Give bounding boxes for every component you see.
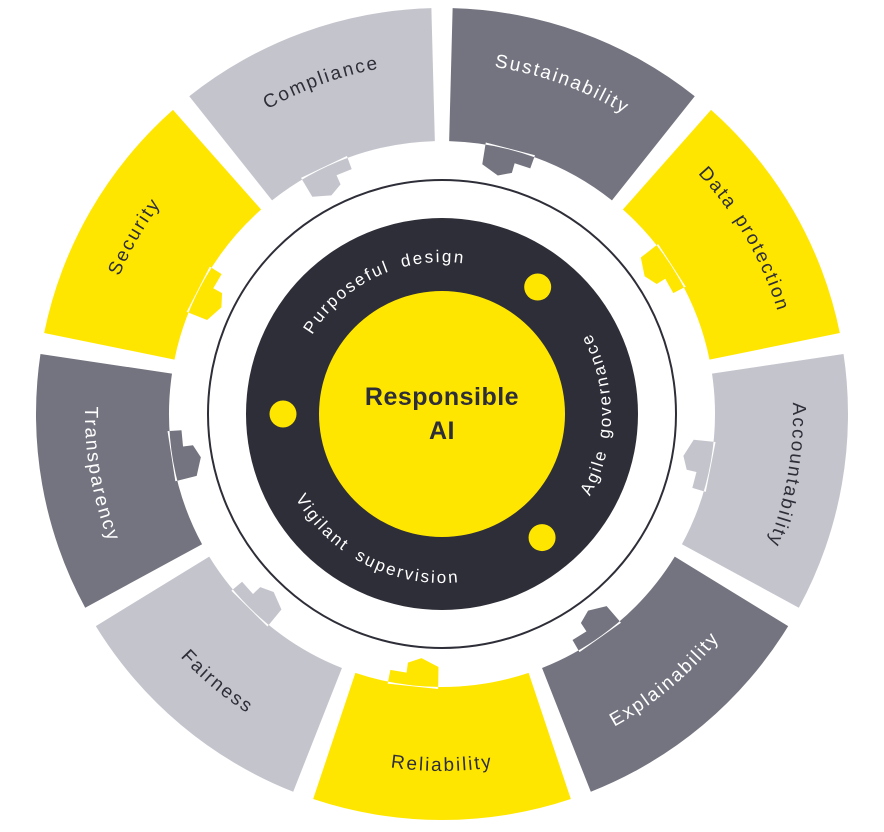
center-title-line1: Responsible xyxy=(365,383,519,411)
separator-dot-1 xyxy=(524,273,552,301)
separator-dot-2 xyxy=(528,524,556,552)
segment-transparency xyxy=(35,353,203,608)
segment-reliability xyxy=(313,658,571,821)
center-title-line2: AI xyxy=(429,417,455,445)
separator-dot-3 xyxy=(269,400,297,428)
segment-accountability xyxy=(681,353,849,608)
segment-security xyxy=(44,109,262,360)
segment-data-protection xyxy=(622,109,840,360)
segment-compliance xyxy=(189,8,435,201)
segment-fairness xyxy=(95,556,342,792)
segment-sustainability xyxy=(449,8,695,201)
center-disc xyxy=(319,291,565,537)
segment-label-reliability: Reliability xyxy=(390,751,494,776)
segment-explainability xyxy=(542,556,789,792)
divider-circle-outline xyxy=(207,179,677,649)
